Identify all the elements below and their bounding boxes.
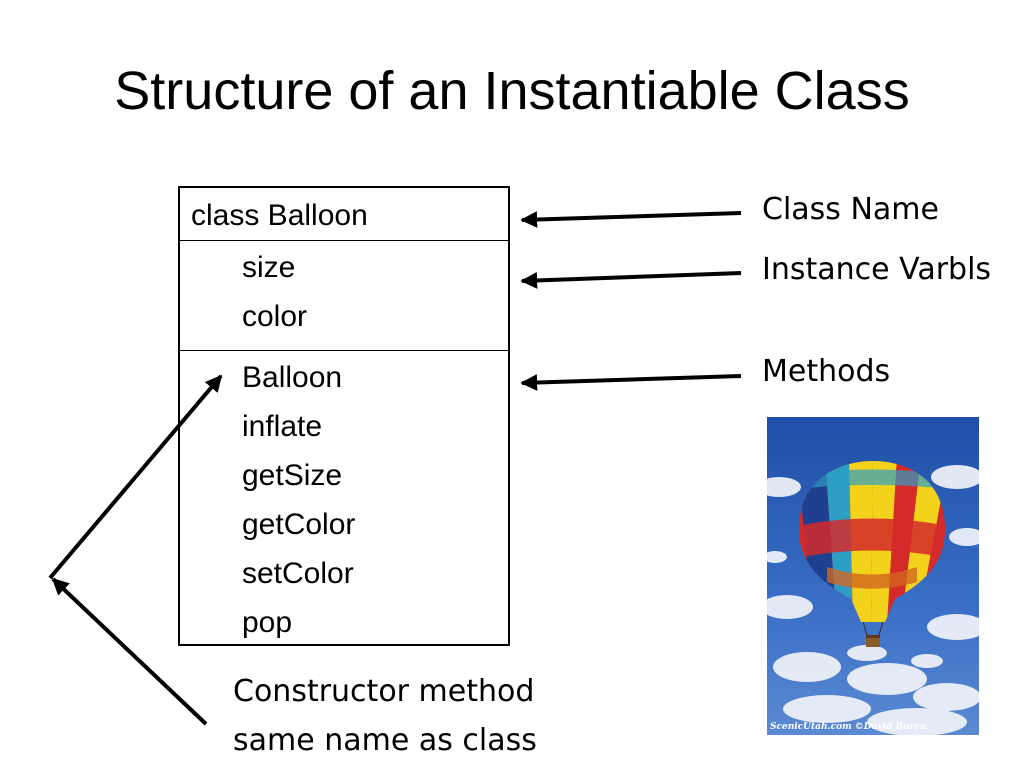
method-item: getSize [242,459,343,492]
constructor-label-line1: Constructor method [233,674,535,709]
instance-variable-item: size [242,251,296,284]
method-item: Balloon [242,361,343,394]
methods-label: Methods [762,354,891,389]
constructor-arrow-to-method [48,374,223,580]
method-item: setColor [242,557,354,590]
slide-title: Structure of an Instantiable Class [114,61,910,121]
hot-air-balloon-photo: ScenicUtah.com ©David Boren [767,417,979,735]
photo-credit: ScenicUtah.com ©David Boren [770,722,927,732]
class-name-arrow [520,211,742,228]
class-diagram-box: class Balloon size color Balloon inflate… [178,186,510,646]
method-item: getColor [242,508,356,541]
methods-arrow [520,374,742,391]
constructor-arrow-from-label [51,577,208,726]
method-item: pop [242,606,293,639]
variables-divider [180,350,508,351]
class-name-text: class Balloon [191,199,368,232]
constructor-label-line2: same name as class [233,723,537,758]
class-name-divider [180,240,508,241]
method-item: inflate [242,410,323,443]
class-name-label: Class Name [762,192,939,227]
instance-variables-label: Instance Varbls [762,252,992,287]
instance-variable-item: color [242,300,308,333]
instance-variables-arrow [520,271,742,289]
